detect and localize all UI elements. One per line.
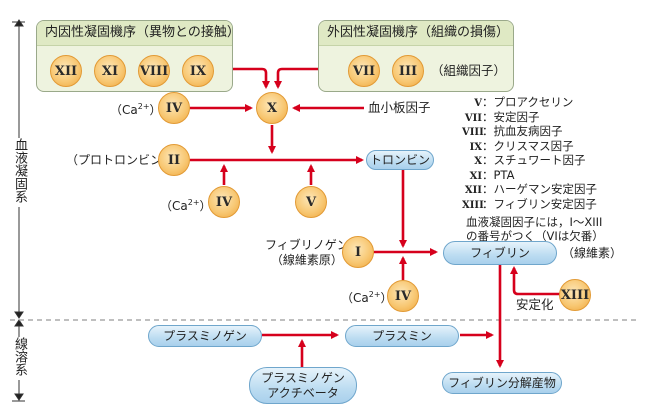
activator-text-line2: アクチベータ [267,385,339,400]
legend-text: ：スチュワート因子 [482,153,586,167]
coagulation-label-text: 血液凝固系 [12,138,27,203]
coagulation-system-label: 血液凝固系 [12,138,27,207]
factor-ix: IX [182,55,214,87]
legend-text: ：クリスマス因子 [482,138,574,153]
legend-num: XII [464,185,482,196]
factor-v: V [295,186,327,218]
legend-note-line1: 血液凝固因子には，I～XIII [466,215,603,229]
bracket-mid-arrow-down [14,311,24,319]
ca-superscript: 2+ [368,290,381,299]
red-arrows [190,67,560,368]
plasmin-node: プラスミン [345,325,459,347]
calcium-label-mid: （Ca2+） [160,196,212,213]
legend-item: XI：PTA [462,167,604,184]
fibrinolysis-system-label: 線溶系 [12,337,27,380]
calcium-label-top: （Ca2+） [110,100,162,117]
legend-text: ：PTA [482,167,515,182]
legend-item: IX：クリスマス因子 [462,138,604,155]
legend-num: X [474,156,482,167]
factor-iii: III [392,55,424,87]
arrow-intrinsic-to-x [232,67,270,89]
factor-xi: XI [94,55,126,87]
plasminogen-node: プラスミノゲン [148,325,262,347]
legend-item: X：スチュワート因子 [462,153,604,169]
stabilization-label: 安定化 [516,297,554,312]
factor-iv-low: IV [387,280,419,312]
prothrombin-label: （プロトロンビン） [66,153,175,167]
ca-text: （Ca [110,103,138,117]
legend-text: ：フィブリン安定因子 [482,196,597,211]
factor-x: X [256,92,288,124]
calcium-label-low: （Ca2+） [341,288,393,305]
legend-note-line2: の番号がつく（VIは欠番） [466,228,604,243]
extrinsic-pathway-title: 外因性凝固機序（組織の損傷） [319,21,513,46]
ca-text: （Ca [160,199,188,213]
factor-xii: XII [50,55,82,87]
bracket-bottom-arrow [14,393,24,401]
thrombin-node: トロンビン [366,150,434,170]
fibrinogen-text: フィブリノゲン [265,238,349,252]
legend-num: VII [464,112,482,124]
legend-num: XIII [462,199,484,211]
bracket-top-arrow [14,19,24,27]
legend-text: ：安定因子 [482,109,540,124]
factor-ii: II [158,144,190,176]
arrow-xiii-to-fibrin [510,266,560,296]
bracket-mid-arrow-up [14,319,24,327]
legend-num: V [474,98,482,109]
fibrin-note: （線維素） [562,246,623,260]
activator-text-line1: プラスミノゲン [261,370,345,385]
ca-superscript: 2+ [187,198,200,207]
legend-text: ：抗血友病因子 [482,124,563,138]
legend-text: ：ハーゲマン安定因子 [482,182,597,196]
ca-text: （Ca [341,291,369,305]
legend-num: IX [469,141,482,153]
legend-num: VIII [462,127,484,138]
factor-legend: V：プロアクセリン VII：安定因子 VIII：抗血友病因子 IX：クリスマス因… [462,95,604,243]
factor-i: I [342,236,374,268]
factor-iv-top: IV [158,92,190,124]
fibrinogen-subtext: （線維素原） [270,253,343,267]
fibrin-node: フィブリン [443,241,557,265]
legend-item: XIII：フィブリン安定因子 [462,196,604,213]
intrinsic-pathway-title: 内因性凝固機序（異物との接触） [37,21,232,46]
fibrinogen-label: フィブリノゲン （線維素原） [265,238,349,268]
factor-xiii: XIII [559,279,591,311]
factor-viii: VIII [138,55,170,87]
legend-item: XII：ハーゲマン安定因子 [462,182,604,198]
platelet-factor-label: 血小板因子 [368,100,431,115]
legend-item: VII：安定因子 [462,109,604,126]
arrow-extrinsic-to-x [274,67,318,89]
legend-num: XI [469,170,482,182]
factor-iv-mid: IV [208,186,240,218]
tissue-factor-note: （組織因子） [431,63,507,78]
ca-superscript: 2+ [137,102,150,111]
fibrinolysis-label-text: 線溶系 [12,337,27,376]
factor-vii: VII [348,55,380,87]
legend-item: VIII：抗血友病因子 [462,124,604,140]
legend-item: V：プロアクセリン [462,95,604,111]
fibrin-degradation-products-node: フィブリン分解産物 [442,372,562,394]
legend-text: ：プロアクセリン [482,95,574,109]
plasminogen-activator-node: プラスミノゲン アクチベータ [249,367,357,404]
